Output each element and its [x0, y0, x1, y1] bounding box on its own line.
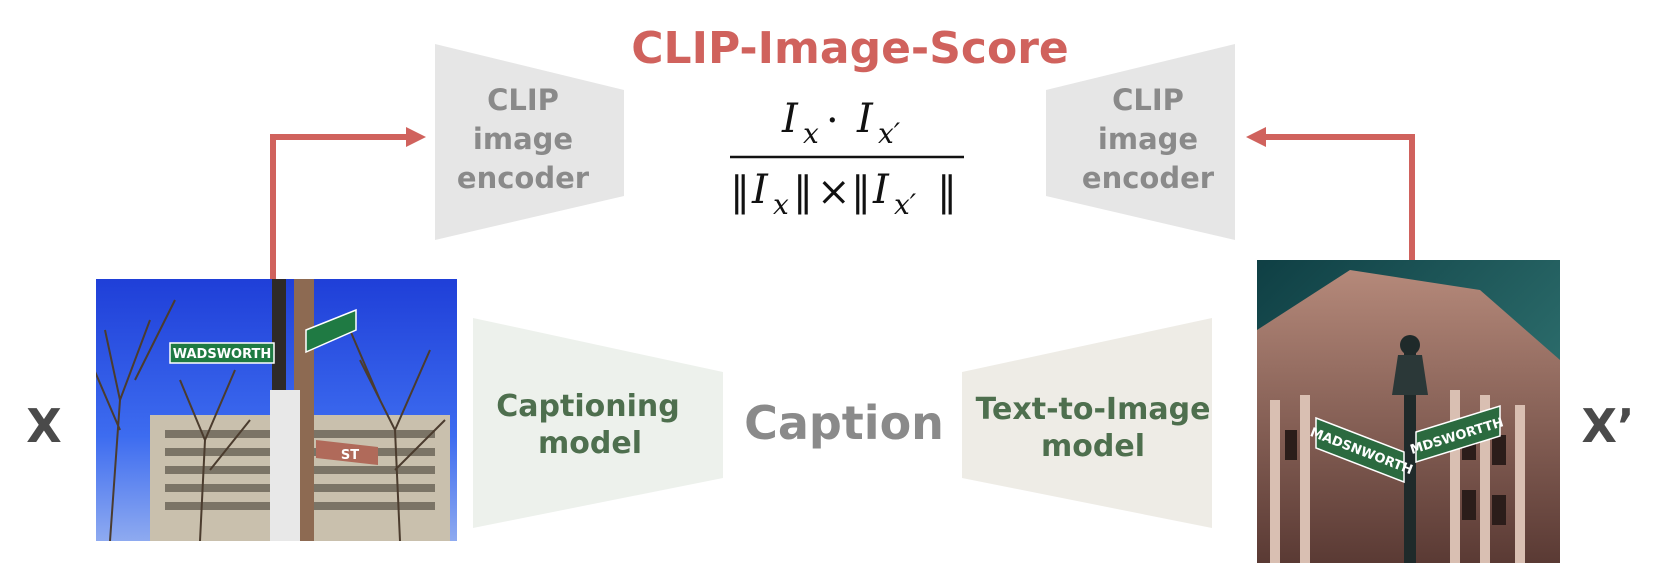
pole-white [270, 390, 300, 541]
title: CLIP-Image-Score [631, 23, 1069, 74]
street-sign-1: WADSWORTH [169, 342, 275, 364]
arrow-left-head [406, 127, 426, 147]
captioning-model-line1: Captioning [496, 389, 679, 424]
formula-den-I1: I [751, 167, 769, 213]
lamp-head [1392, 355, 1428, 395]
building-columns [1270, 390, 1525, 563]
formula-num-I1: I [781, 96, 799, 142]
encoder-left-shape [435, 44, 624, 240]
caption-label: Caption [744, 396, 944, 450]
encoder-right-line1: CLIP [1112, 83, 1184, 117]
street-sign-1-text: WADSWORTH [173, 347, 272, 362]
formula-num-sub1: x [803, 117, 819, 150]
formula-num-sub2: x′ [878, 117, 901, 150]
lamp-post [1404, 350, 1416, 563]
captioning-model-line2: model [538, 426, 642, 461]
street-sign-3-text: ST [341, 448, 359, 463]
t2i-model-line1: Text-to-Image [976, 392, 1211, 427]
lamp-top [1400, 335, 1420, 355]
formula-num-I2: I [856, 96, 874, 142]
input-image-x: WADSWORTH ST [96, 279, 457, 541]
formula-den-times: × [817, 169, 851, 215]
formula-num-dot: · [826, 98, 839, 144]
formula-den-norm-close1: ‖ [793, 169, 813, 215]
cosine-similarity-formula: I x · I x′ ‖ I x ‖ × ‖ I x′ ‖ [730, 96, 964, 221]
street-sign-3 [316, 440, 378, 465]
arrow-right-line [1262, 134, 1415, 260]
formula-den-sub2: x′ [894, 188, 917, 221]
encoder-right-shape [1046, 44, 1235, 240]
clip-image-encoder-left: CLIP image encoder [435, 44, 624, 240]
t2i-model-line2: model [1041, 429, 1145, 464]
encoder-left-line2: image [473, 122, 573, 156]
street-sign-2 [305, 308, 357, 354]
encoder-right-line2: image [1098, 122, 1198, 156]
input-label-x: X [26, 399, 61, 453]
arrow-right-to-encoder [1246, 127, 1415, 260]
formula-den-I2: I [872, 167, 890, 213]
encoder-left-line3: encoder [457, 161, 590, 195]
captioning-model-shape [473, 318, 723, 528]
text-to-image-model: Text-to-Image model [962, 318, 1212, 528]
output-label-x-prime: X’ [1582, 399, 1635, 453]
arrow-left-to-encoder [270, 127, 426, 279]
generated-image-x-prime: MADSNWORTH MDSWORTTH [1257, 260, 1560, 563]
formula-den-sub1: x [773, 188, 789, 221]
captioning-model: Captioning model [473, 318, 723, 528]
clip-image-encoder-right: CLIP image encoder [1046, 44, 1235, 240]
encoder-left-line1: CLIP [487, 83, 559, 117]
t2i-model-shape [962, 318, 1212, 528]
formula-den-norm-open1: ‖ [730, 169, 750, 215]
formula-den-norm-open2: ‖ [851, 169, 871, 215]
tree-branches [96, 299, 446, 541]
arrow-right-head [1246, 127, 1266, 147]
arrow-left-line [270, 134, 410, 279]
encoder-right-line3: encoder [1082, 161, 1215, 195]
formula-den-norm-close2: ‖ [937, 169, 957, 215]
